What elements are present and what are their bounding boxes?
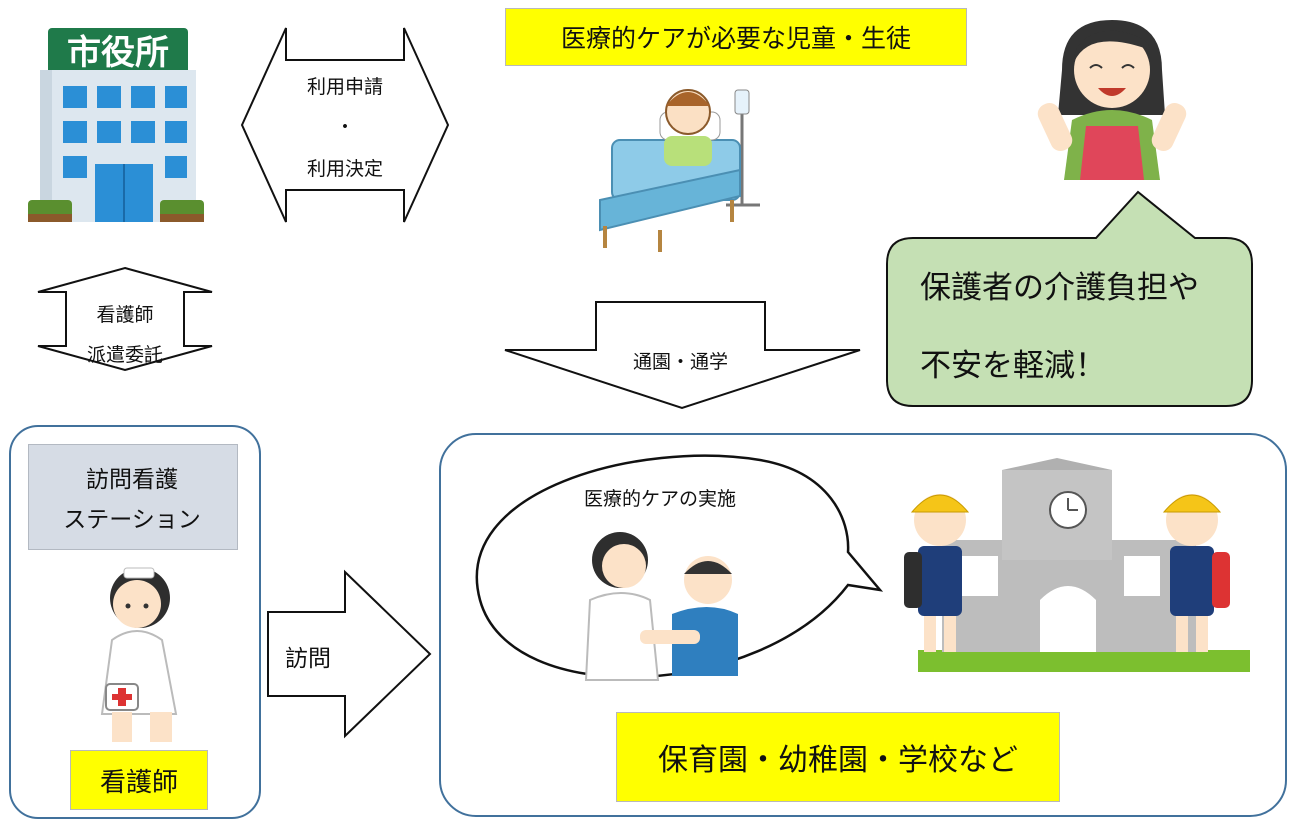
application-dot: ・ <box>335 116 355 138</box>
bubble-line-1: 保護者の介護負担や <box>920 270 1199 306</box>
dispatch-label-line-1: 看護師 <box>96 304 154 326</box>
nurse-station-line-1: 訪問看護 <box>86 467 178 493</box>
school-label: 保育園・幼稚園・学校など <box>658 743 1018 778</box>
nurse-station-box <box>28 444 238 550</box>
bubble-line-2: 不安を軽減！ <box>920 348 1106 384</box>
child-label: 医療的ケアが必要な児童・生徒 <box>560 24 911 53</box>
nurse-station-line-2: ステーション <box>63 507 201 533</box>
school-label-box: 保育園・幼稚園・学校など <box>616 712 1060 802</box>
decision-label: 利用決定 <box>306 158 383 180</box>
dispatch-label-line-2: 派遣委託 <box>86 344 163 366</box>
child-label-box: 医療的ケアが必要な児童・生徒 <box>505 8 967 66</box>
city-hall-sign: 市役所 <box>67 33 169 73</box>
nurse-label: 看護師 <box>99 767 178 798</box>
commute-label: 通園・通学 <box>632 351 728 373</box>
nurse-label-box: 看護師 <box>70 750 208 810</box>
visit-label: 訪問 <box>285 646 331 672</box>
care-label: 医療的ケアの実施 <box>583 488 736 510</box>
application-label: 利用申請 <box>306 76 383 98</box>
